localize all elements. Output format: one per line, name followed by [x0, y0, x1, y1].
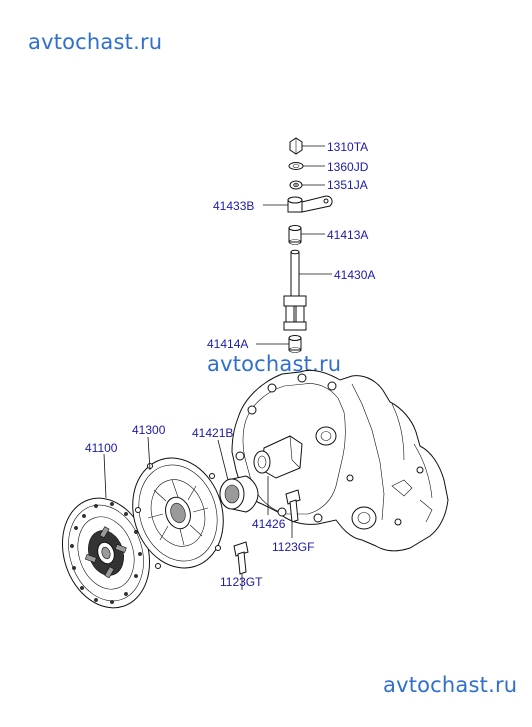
bushing-41414A: [288, 335, 302, 353]
disc-rivets: [70, 502, 142, 604]
washer-1360JD: [288, 162, 304, 170]
label-41421B[interactable]: 41421B: [192, 426, 233, 440]
label-1360JD[interactable]: 1360JD: [327, 160, 369, 174]
label-41430A[interactable]: 41430A: [334, 268, 375, 282]
release-bearing-41421B: [219, 475, 259, 513]
label-1351JA[interactable]: 1351JA: [327, 178, 368, 192]
label-41433B[interactable]: 41433B: [213, 199, 254, 213]
lever-41433B: [287, 195, 333, 213]
pressure-plate-41300: [132, 457, 224, 569]
label-41100[interactable]: 41100: [85, 441, 118, 455]
leader-lines: [103, 145, 332, 590]
bushing-41413A: [288, 225, 302, 245]
label-41300[interactable]: 41300: [132, 423, 166, 437]
nut-1310TA: [289, 137, 303, 155]
label-1123GF[interactable]: 1123GF: [272, 540, 314, 554]
label-41414A[interactable]: 41414A: [207, 337, 248, 351]
bolt-1123GT: [233, 541, 249, 575]
label-41426[interactable]: 41426: [252, 517, 286, 531]
watermark-top[interactable]: avtochast.ru: [28, 30, 163, 54]
label-1310TA[interactable]: 1310TA: [327, 140, 368, 154]
shaft-41430A: [283, 249, 307, 331]
watermark-bottom[interactable]: avtochast.ru: [383, 673, 518, 697]
diaphragm-fingers: [147, 479, 209, 546]
damper-springs: [84, 526, 127, 579]
part-number-labels: 1310TA 1360JD 1351JA 41433B 41413A 41430…: [85, 140, 375, 589]
washer-1351JA: [289, 180, 303, 190]
label-1123GT[interactable]: 1123GT: [220, 575, 263, 589]
label-41413A[interactable]: 41413A: [327, 228, 368, 242]
bolt-1123GF: [285, 489, 301, 523]
clutch-disc-41100: [61, 497, 151, 609]
